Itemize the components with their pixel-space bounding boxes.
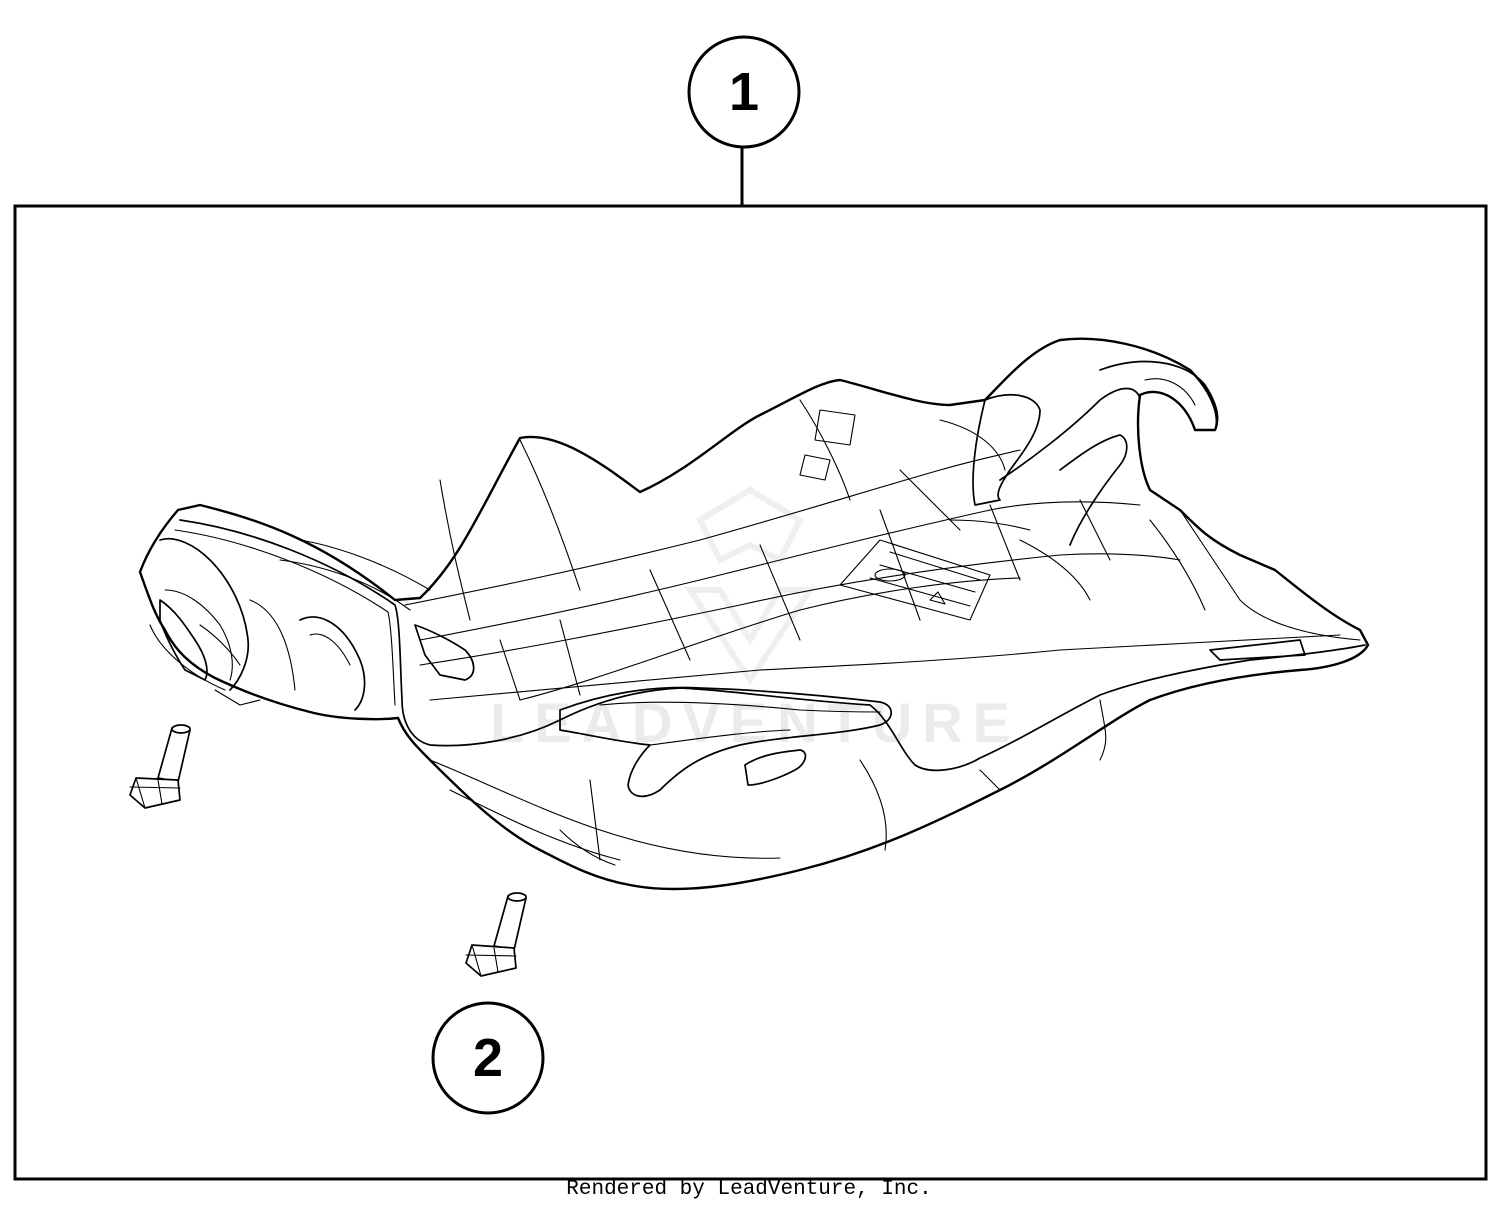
watermark: LEADVENTURE bbox=[490, 486, 1020, 754]
callout-1-label: 1 bbox=[729, 62, 759, 122]
callout-2[interactable]: 2 bbox=[431, 1001, 545, 1115]
footer-credit: Rendered by LeadVenture, Inc. bbox=[566, 1178, 931, 1201]
skid-plate-illustration[interactable] bbox=[138, 337, 1370, 891]
warning-label-panel bbox=[839, 539, 991, 621]
kit-frame bbox=[13, 204, 1488, 1181]
bolt-1[interactable] bbox=[129, 724, 191, 809]
callout-1[interactable]: 1 bbox=[687, 35, 801, 149]
watermark-text: LEADVENTURE bbox=[490, 691, 1020, 754]
callout-2-label: 2 bbox=[473, 1028, 503, 1088]
bolt-2[interactable] bbox=[465, 892, 527, 977]
